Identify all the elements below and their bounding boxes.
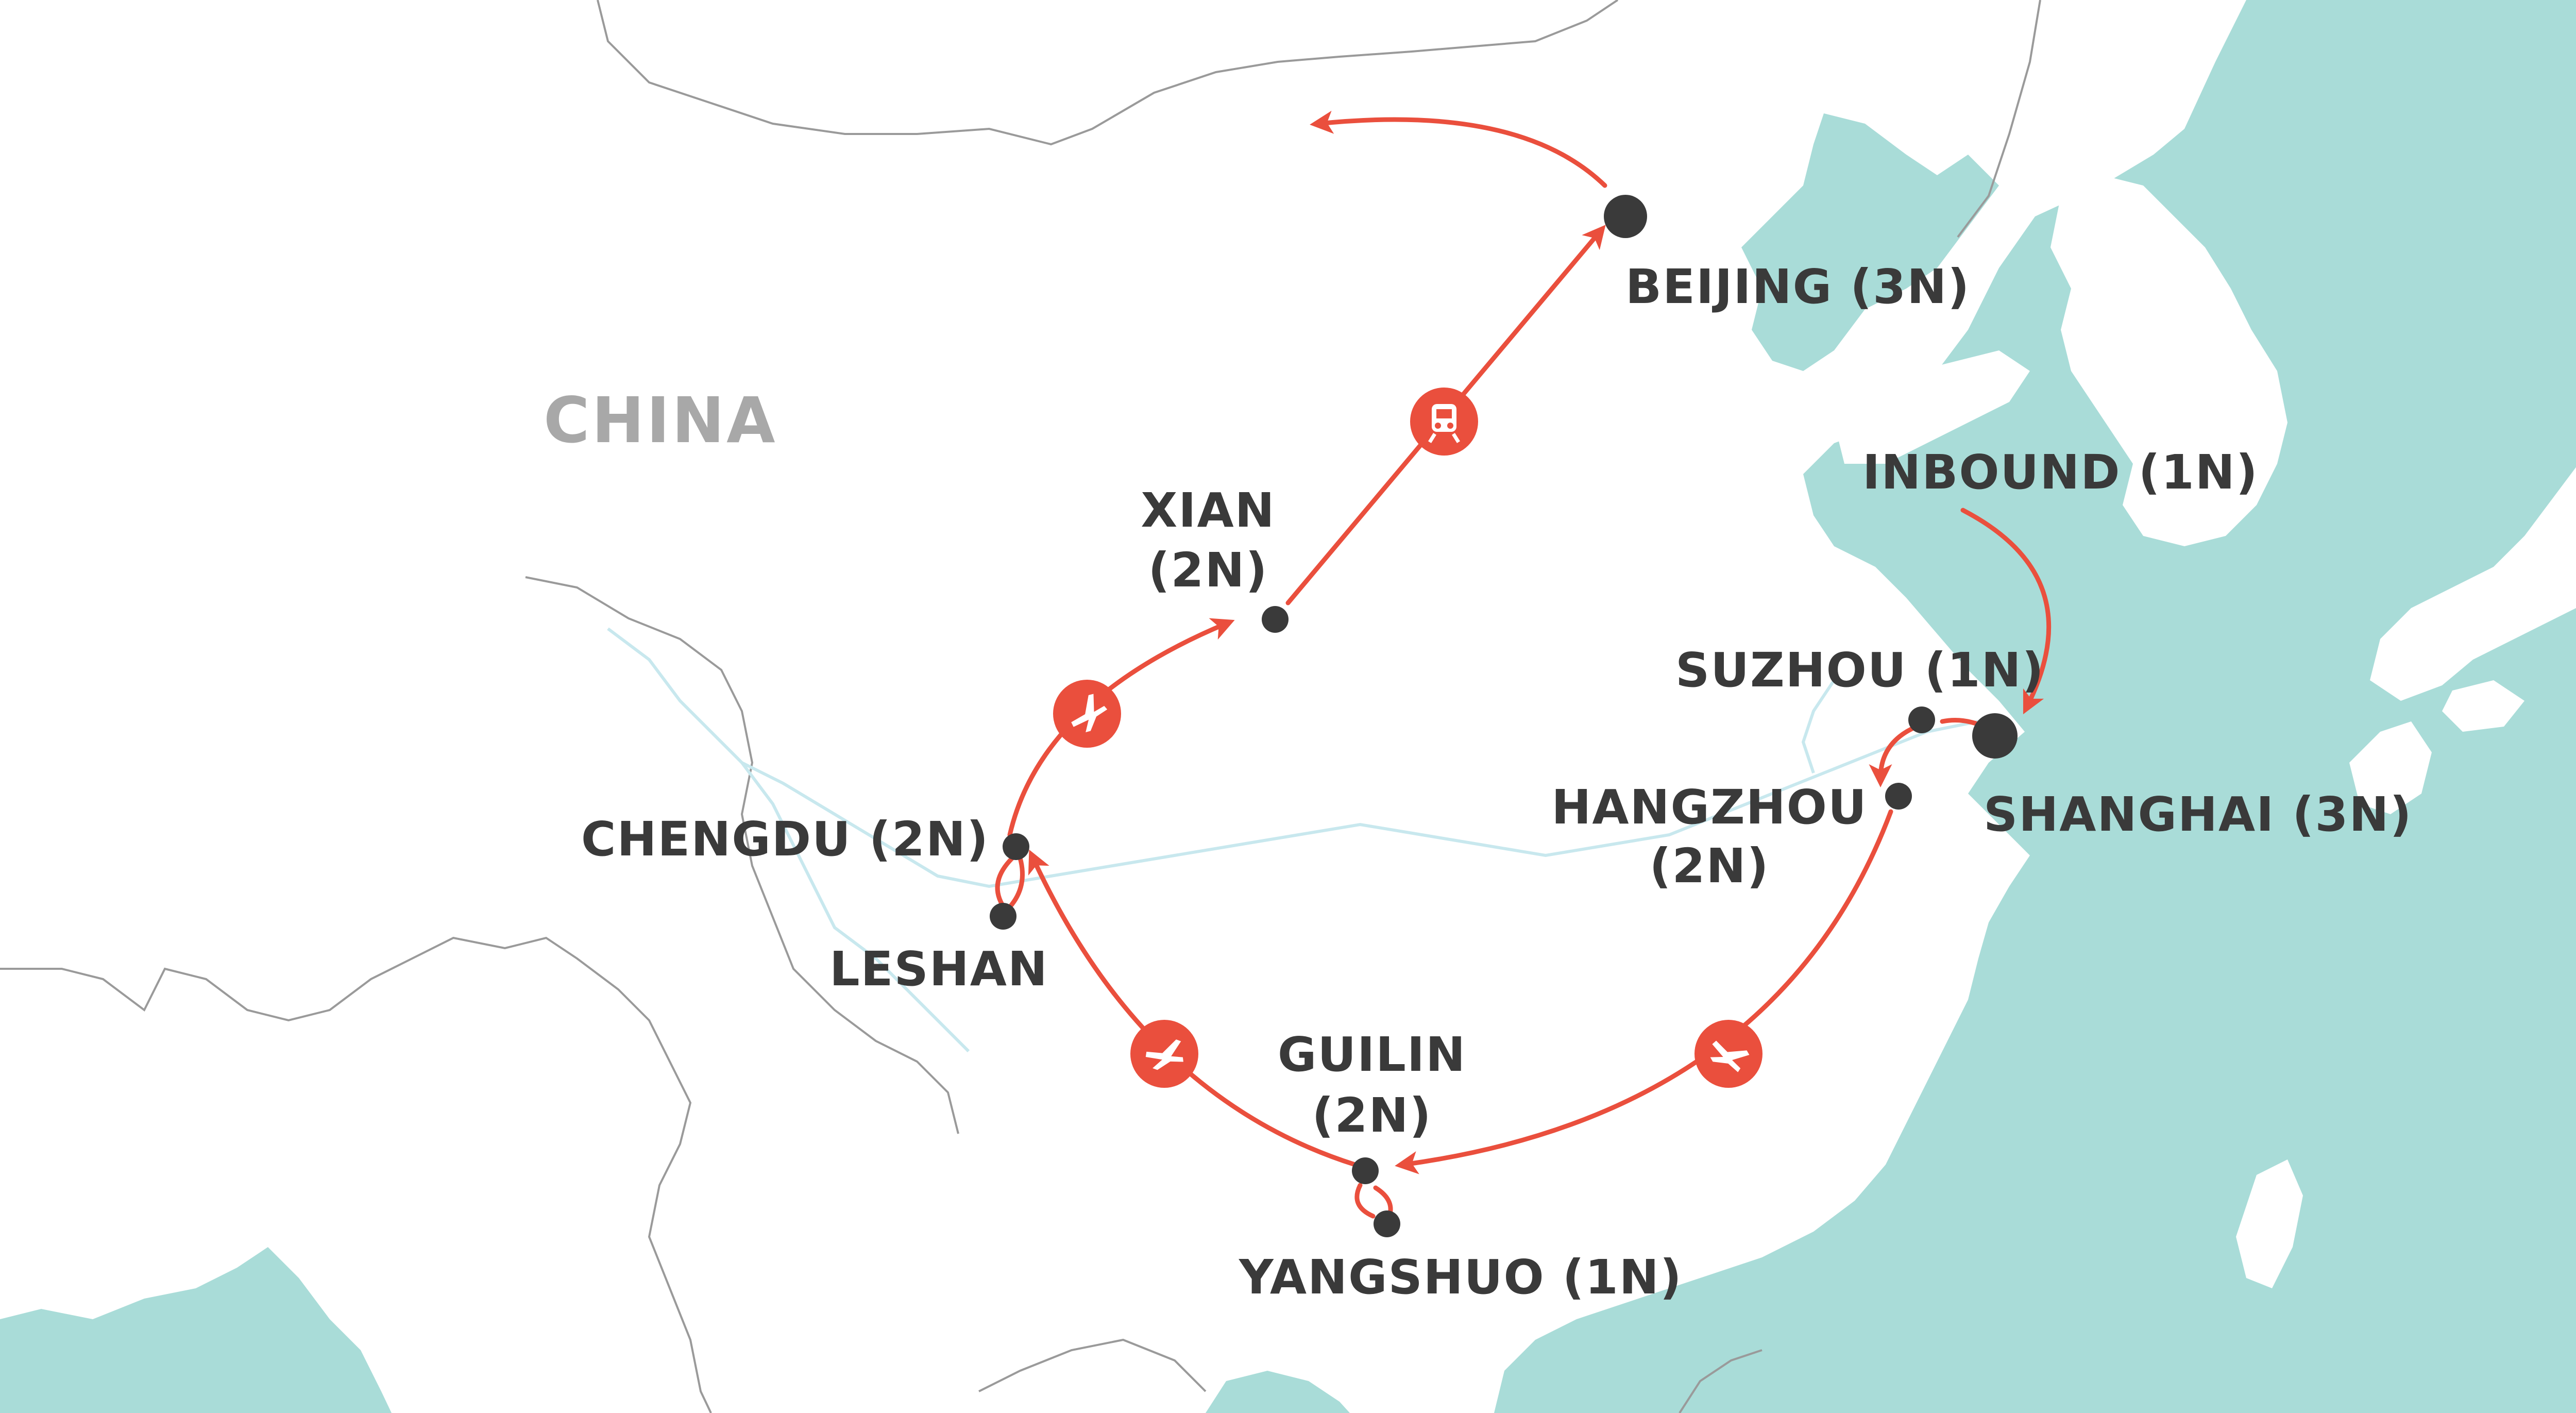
route-inbound-shanghai — [1960, 508, 2052, 715]
land-japan-kyushu — [2349, 721, 2432, 814]
train-icon — [1410, 388, 1478, 456]
city-dot-xian — [1262, 606, 1289, 633]
sea-southwest — [0, 1247, 392, 1413]
city-dot-beijing — [1604, 195, 1647, 238]
city-dot-leshan — [990, 903, 1016, 930]
land-korea — [2050, 175, 2287, 546]
land-japan-shikoku — [2442, 680, 2524, 732]
city-dot-chengdu — [1003, 833, 1029, 860]
route-suzhou-hangzhou — [1869, 724, 1919, 787]
city-dot-yangshuo — [1374, 1210, 1400, 1237]
city-label-leshan: LESHAN — [829, 941, 1048, 997]
city-label-guilin-nights: (2N) — [1312, 1088, 1432, 1143]
plane-icon — [1130, 1020, 1198, 1088]
city-label-chengdu: CHENGDU (2N) — [581, 812, 989, 867]
land-shandong — [1834, 350, 2030, 464]
land-japan-honshu — [2370, 467, 2576, 701]
city-dot-suzhou — [1908, 706, 1935, 733]
land-taiwan — [2236, 1159, 2303, 1288]
city-label-suzhou: SUZHOU (1N) — [1675, 643, 2045, 698]
city-label-beijing: BEIJING (3N) — [1625, 259, 1970, 314]
city-label-xian-name: XIAN — [1141, 483, 1275, 538]
sea-bohai — [1741, 113, 1999, 371]
city-label-shanghai: SHANGHAI (3N) — [1984, 787, 2413, 842]
city-label-hangzhou-nights: (2N) — [1649, 838, 1769, 894]
borders — [0, 0, 2041, 1413]
city-label-xian-nights: (2N) — [1148, 543, 1268, 598]
city-label-hangzhou-name: HANGZHOU — [1551, 780, 1867, 835]
city-label-guilin-name: GUILIN — [1278, 1027, 1466, 1082]
city-dot-hangzhou — [1885, 783, 1912, 810]
plane-icon — [1694, 1020, 1762, 1088]
route-beijing-outbound — [1310, 110, 1607, 188]
sea-gulf-tonkin — [1206, 1371, 1350, 1413]
city-dot-shanghai — [1972, 713, 2018, 759]
city-dot-guilin — [1352, 1157, 1379, 1184]
plane-icon — [1053, 680, 1121, 748]
inbound-label: INBOUND (1N) — [1862, 445, 2259, 500]
rivers — [607, 627, 1979, 1053]
route-chengdu-leshan-loop — [995, 855, 1025, 910]
city-label-yangshuo: YANGSHUO (1N) — [1239, 1250, 1683, 1305]
country-label: CHINA — [544, 384, 777, 457]
